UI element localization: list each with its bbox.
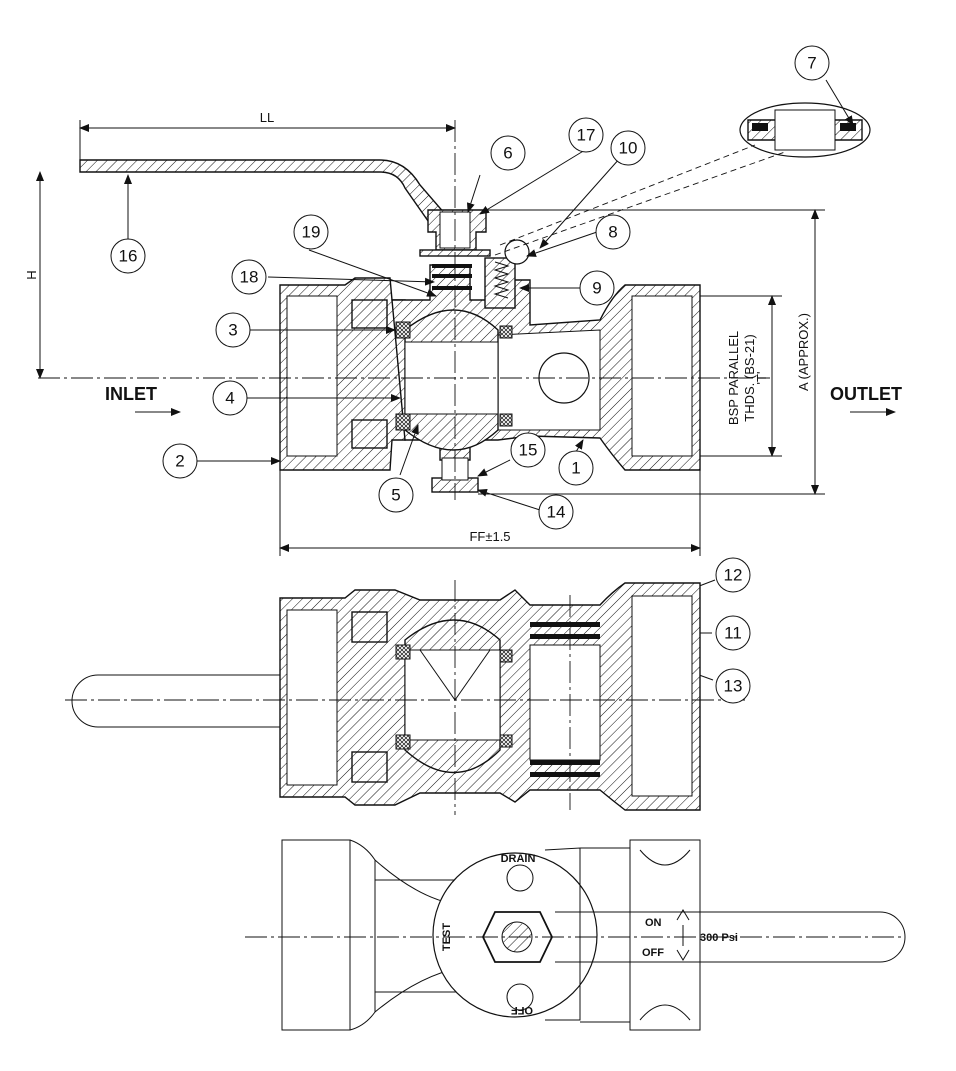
section-view-middle: [65, 580, 745, 815]
outlet-label: OUTLET: [830, 384, 902, 404]
callout-6: 6: [490, 135, 526, 171]
callout-number: 2: [175, 452, 184, 471]
callout-number: 3: [228, 321, 237, 340]
external-view-bottom: DRAIN TEST OFF ON OFF 300 Psi: [245, 839, 906, 1031]
thread-spec-line2: THDS. (BS-21): [742, 334, 757, 421]
test-label: TEST: [441, 923, 453, 951]
callout-18: 18: [231, 259, 267, 295]
callout-number: 7: [807, 54, 816, 73]
callout-number: 6: [503, 144, 512, 163]
inlet-label: INLET: [105, 384, 157, 404]
callout-number: 16: [119, 247, 138, 266]
callout-number: 8: [608, 223, 617, 242]
callout-number: 5: [391, 486, 400, 505]
thread-spec-line1: BSP PARALLEL: [726, 331, 741, 425]
callout-10: 10: [610, 130, 646, 166]
callout-17: 17: [568, 117, 604, 153]
callout-3: 3: [215, 312, 251, 348]
dim-ff-label: FF±1.5: [469, 529, 510, 544]
callout-number: 19: [302, 223, 321, 242]
callout-number: 4: [225, 389, 234, 408]
callout-number: 13: [724, 677, 743, 696]
dim-h-label: H: [24, 270, 39, 279]
callout-number: 11: [724, 624, 742, 643]
callout-9: 9: [579, 270, 615, 306]
drain-label: DRAIN: [501, 853, 536, 865]
callout-16: 16: [110, 238, 146, 274]
dim-a-label: A (APPROX.): [796, 313, 811, 391]
on-label: ON: [645, 917, 662, 929]
callout-number: 14: [547, 503, 566, 522]
callout-number: 12: [724, 566, 743, 585]
callout-11: 11: [715, 615, 751, 651]
callout-12: 12: [715, 557, 751, 593]
callout-1: 1: [558, 450, 594, 486]
callout-7: 7: [794, 45, 830, 81]
callout-15: 15: [510, 432, 546, 468]
callout-2: 2: [162, 443, 198, 479]
callout-4: 4: [212, 380, 248, 416]
callout-5: 5: [378, 477, 414, 513]
lever-handle: [79, 159, 453, 239]
callout-number: 17: [577, 126, 596, 145]
callout-13: 13: [715, 668, 751, 704]
callout-number: 18: [240, 268, 259, 287]
pressure-label: 300 Psi: [700, 932, 738, 944]
section-view-top: [38, 102, 871, 500]
dim-ll-label: LL: [260, 110, 274, 125]
callout-number: 1: [571, 459, 580, 478]
callout-number: 15: [519, 441, 538, 460]
off-label: OFF: [642, 947, 664, 959]
dim-t-label: 'T': [754, 372, 769, 385]
off-flipped-label: OFF: [511, 1004, 533, 1016]
callout-number: 9: [592, 279, 601, 298]
dimensions: LL H FF±1.5 A (APPROX.) 'T' BSP PARALLEL…: [24, 110, 902, 556]
callout-14: 14: [538, 494, 574, 530]
callout-19: 19: [293, 214, 329, 250]
callout-number: 10: [619, 139, 638, 158]
callout-8: 8: [595, 214, 631, 250]
